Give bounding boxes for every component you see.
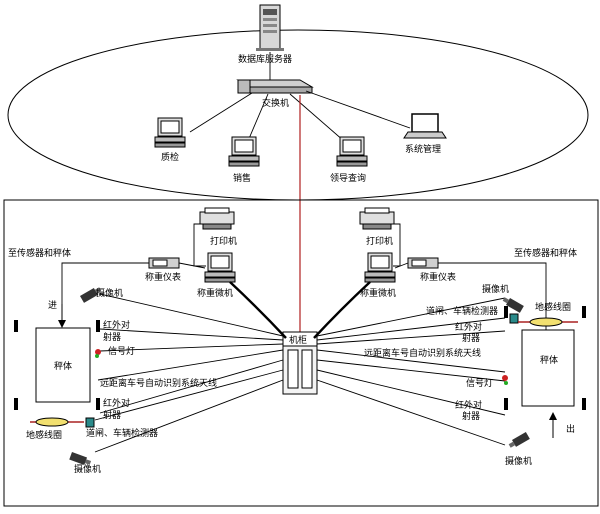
lan-boundary xyxy=(7,29,589,201)
laptop-icon xyxy=(403,113,447,139)
detector-right-icon xyxy=(509,313,519,324)
weigh-pc-right-label: 称重微机 xyxy=(360,287,396,299)
camera-bottom-right-icon xyxy=(508,432,530,448)
meter-right-icon xyxy=(407,257,439,269)
printer-right-icon xyxy=(359,207,395,230)
weigh-pc-left-label: 称重微机 xyxy=(197,287,233,299)
meter-left-label: 称重仪表 xyxy=(145,271,181,283)
printer-left-icon xyxy=(199,207,235,230)
cabinet-icon xyxy=(282,331,318,395)
pc-cabinet-links xyxy=(229,281,371,339)
detector-left-icon xyxy=(85,417,95,428)
weigh-pc-left-icon xyxy=(204,252,236,283)
to-sensor-right-label: 至传感器和秤体 xyxy=(514,247,577,259)
to-sensor-left-label: 至传感器和秤体 xyxy=(8,247,71,259)
entry-arrow-icon xyxy=(58,304,66,328)
switch-icon xyxy=(236,79,314,94)
ir-right-1b-label: 射器 xyxy=(462,332,480,344)
antenna-right-label: 远距离车号自动识别系统天线 xyxy=(364,347,481,359)
camera-bottom-right-label: 摄像机 xyxy=(505,455,532,467)
sys-admin-label: 系统管理 xyxy=(405,143,441,155)
exit-label: 出 xyxy=(566,423,575,435)
quality-pc-icon xyxy=(154,117,186,148)
scale-left-label: 秤体 xyxy=(54,360,72,372)
meter-links xyxy=(61,262,547,330)
site-boundary xyxy=(3,199,599,507)
detector-left-label: 道闸、车辆检测器 xyxy=(86,427,158,439)
camera-top-right-icon xyxy=(502,297,524,313)
quality-label: 质检 xyxy=(161,151,179,163)
ir-left-2-label: 红外对 xyxy=(103,397,130,409)
signal-light-right-icon xyxy=(502,375,508,385)
leader-pc-icon xyxy=(336,136,368,167)
ir-right-2-label: 红外对 xyxy=(455,399,482,411)
ir-right-2b-label: 射器 xyxy=(462,410,480,422)
camera-top-left-icon xyxy=(80,287,102,303)
camera-top-left-label: 摄像机 xyxy=(96,287,123,299)
db-server-label: 数据库服务器 xyxy=(238,53,292,65)
printer-right-label: 打印机 xyxy=(366,235,393,247)
ir-left-2b-label: 射器 xyxy=(103,409,121,421)
scale-right-label: 秤体 xyxy=(540,354,558,366)
printer-links xyxy=(193,223,401,267)
signal-light-left-icon xyxy=(95,349,101,358)
scale-right xyxy=(521,329,575,407)
camera-top-right-label: 摄像机 xyxy=(482,283,509,295)
signal-left-label: 信号灯 xyxy=(108,345,135,357)
exit-arrow-icon xyxy=(549,412,557,438)
gate-posts xyxy=(14,306,586,410)
cabinet-label: 机柜 xyxy=(289,334,307,346)
meter-right-label: 称重仪表 xyxy=(420,271,456,283)
entry-label: 进 xyxy=(48,300,57,311)
loop-right-icon xyxy=(518,317,578,327)
weigh-pc-right-icon xyxy=(364,252,396,283)
sales-label: 销售 xyxy=(233,172,251,184)
leader-query-label: 领导查询 xyxy=(330,172,366,184)
db-server-icon xyxy=(256,4,284,51)
ir-left-1-label: 红外对 xyxy=(103,319,130,331)
ir-right-1-label: 红外对 xyxy=(455,321,482,333)
scale-left xyxy=(35,327,91,403)
switch-label: 交换机 xyxy=(262,97,289,109)
device-links xyxy=(94,293,506,453)
loop-right-label: 地感线圈 xyxy=(535,301,571,313)
printer-left-label: 打印机 xyxy=(210,235,237,247)
ir-left-1b-label: 射器 xyxy=(103,331,121,343)
camera-bottom-left-icon xyxy=(69,452,92,465)
detector-right-label: 道闸、车辆检测器 xyxy=(426,305,498,317)
meter-left-icon xyxy=(148,257,180,269)
sales-pc-icon xyxy=(228,136,260,167)
signal-right-label: 信号灯 xyxy=(466,377,493,389)
loop-left-icon xyxy=(30,417,84,427)
loop-left-label: 地感线圈 xyxy=(26,429,62,441)
antenna-left-label: 远距离车号自动识别系统天线 xyxy=(100,377,217,389)
camera-bottom-left-label: 摄像机 xyxy=(74,463,101,475)
